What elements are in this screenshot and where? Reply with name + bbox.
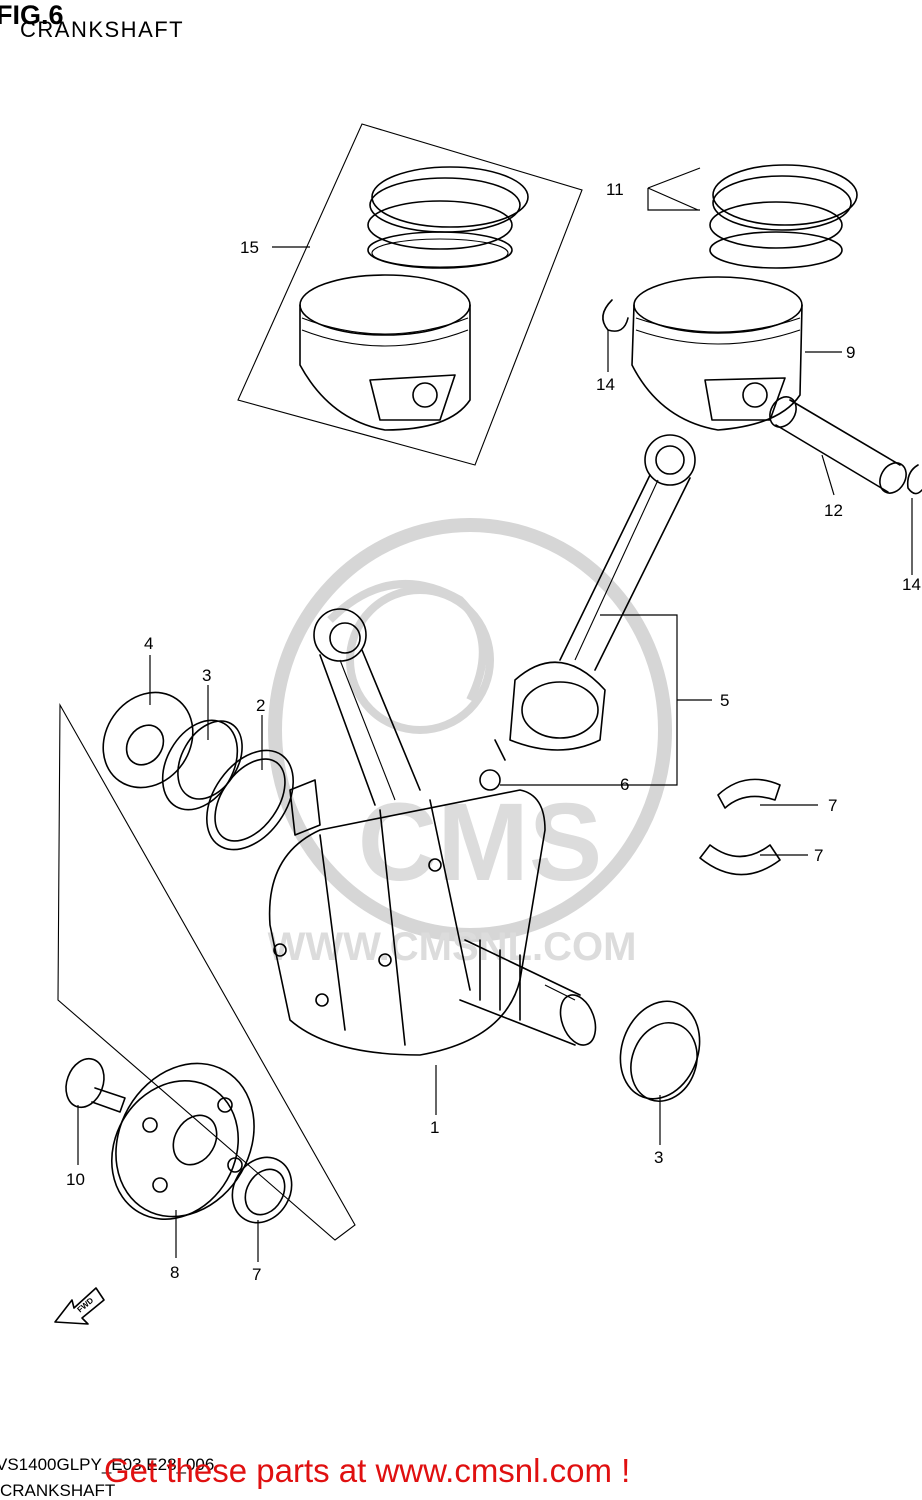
drawing-code: VS1400GLPY_E03.E28_006 xyxy=(0,1455,214,1474)
callout-14-right: 14 xyxy=(902,575,921,594)
callout-12: 11 xyxy=(606,180,624,199)
callout-4: 4 xyxy=(144,634,153,653)
connecting-rod-right xyxy=(479,434,696,791)
callout-7-upper: 7 xyxy=(828,796,837,815)
bolt-10 xyxy=(65,1057,126,1113)
bearing-3-left xyxy=(161,719,243,811)
callout-11: 9 xyxy=(846,343,855,362)
piston-kit-box xyxy=(237,123,583,466)
washer-4 xyxy=(102,691,194,789)
callout-7-lower: 7 xyxy=(814,846,823,865)
callout-1: 1 xyxy=(430,1118,439,1137)
starter-gear-9 xyxy=(57,702,356,1241)
fwd-arrow: FWD xyxy=(54,1287,105,1325)
connecting-rod-left xyxy=(313,608,421,806)
callout-14-left: 14 xyxy=(596,375,615,394)
callout-10: 10 xyxy=(66,1170,85,1189)
bearings-7 xyxy=(699,778,781,876)
callout-numbers: 15 11 9 14 12 14 4 3 2 5 6 7 7 1 3 10 8 … xyxy=(66,180,921,1284)
callout-15: 15 xyxy=(240,238,259,257)
callout-13: 12 xyxy=(824,501,843,520)
watermark-brand: CMS xyxy=(358,781,602,904)
cms-watermark: CMS WWW.CMSNL.COM xyxy=(268,518,672,969)
callout-5: 5 xyxy=(720,691,729,710)
leader-lines xyxy=(77,167,913,1262)
bearing-3-right xyxy=(619,1000,701,1102)
footer-section-title: CRANKSHAFT xyxy=(0,1481,115,1500)
callout-6: 6 xyxy=(620,775,629,794)
callout-3-right: 3 xyxy=(654,1148,663,1167)
callout-8: 7 xyxy=(252,1265,261,1284)
callout-2: 2 xyxy=(256,696,265,715)
crankshaft xyxy=(268,779,597,1056)
piston-right xyxy=(602,164,922,495)
fig-label: FIG.6 xyxy=(0,0,64,30)
needle-bearing-8 xyxy=(231,1156,293,1224)
watermark-url: WWW.CMSNL.COM xyxy=(268,925,637,969)
promo-link[interactable]: Get these parts at www.cmsnl.com ! xyxy=(104,1452,631,1489)
section-title: CRANKSHAFT xyxy=(20,17,184,42)
thrust-washer-2 xyxy=(206,749,294,851)
callout-3-left: 3 xyxy=(202,666,211,685)
callout-9: 8 xyxy=(170,1263,179,1282)
